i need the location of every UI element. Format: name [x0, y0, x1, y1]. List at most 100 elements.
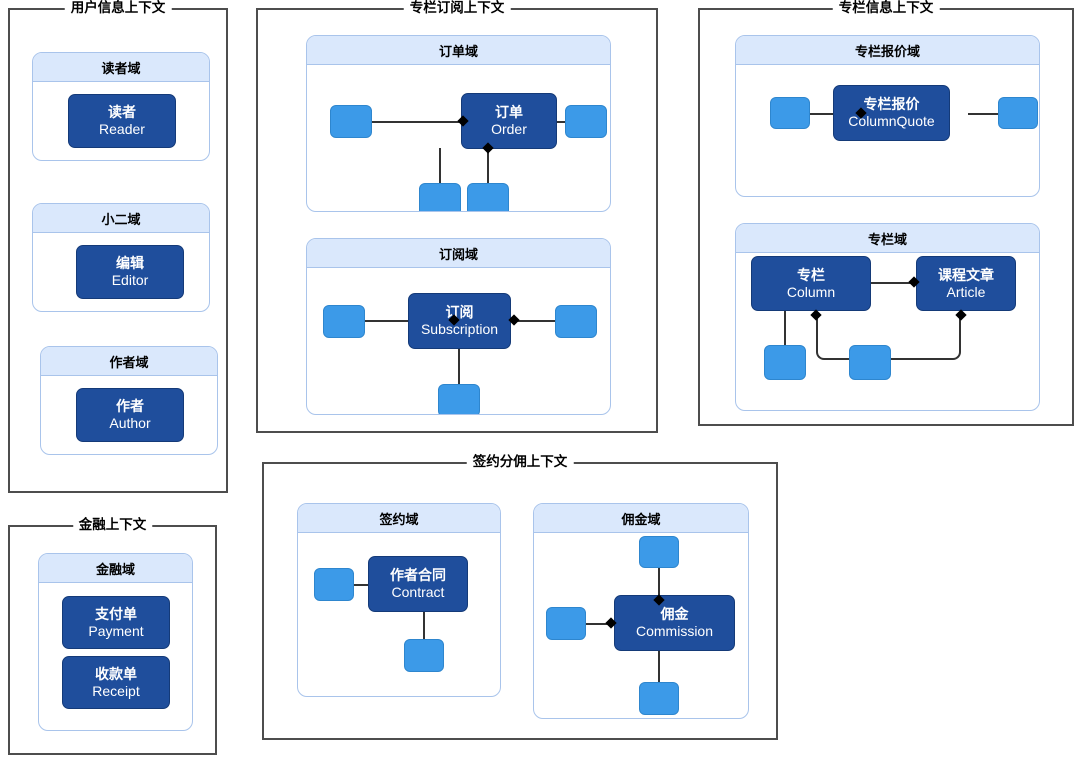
entity-name-cn: 作者	[116, 398, 144, 415]
entity-reader[interactable]: 读者 Reader	[68, 94, 176, 148]
domain-title: 金融域	[39, 554, 192, 583]
domain-title: 佣金域	[534, 504, 748, 533]
domain-body: 订阅 Subscription	[307, 268, 610, 414]
domain-body: 专栏 Column 课程文章 Article	[736, 253, 1039, 410]
entity-receipt[interactable]: 收款单 Receipt	[62, 656, 170, 709]
domain-subscription: 订阅域 订阅 Subscription	[306, 238, 611, 415]
entity-name-cn: 专栏报价	[863, 96, 920, 113]
context-column-info: 专栏信息上下文 专栏报价域 专栏报价 ColumnQuote 专栏域	[698, 0, 1074, 426]
satellite-entity[interactable]	[419, 183, 461, 211]
satellite-entity[interactable]	[404, 639, 444, 672]
domain-author: 作者域 作者 Author	[40, 346, 218, 455]
domain-order: 订单域 订单 Order	[306, 35, 611, 212]
domain-contract: 签约域 作者合同 Contract	[297, 503, 501, 697]
context-title: 用户信息上下文	[64, 0, 172, 16]
satellite-entity[interactable]	[330, 105, 372, 138]
satellite-entity[interactable]	[639, 682, 679, 715]
entity-name-en: Author	[109, 415, 151, 431]
entity-name-cn: 课程文章	[938, 266, 994, 283]
domain-commission: 佣金域 佣金 Commission	[533, 503, 749, 719]
entity-author[interactable]: 作者 Author	[76, 388, 184, 442]
entity-name-cn: 编辑	[116, 255, 144, 272]
connector-elbow	[881, 315, 961, 360]
entity-name-cn: 收款单	[95, 665, 137, 682]
connector-line	[509, 320, 565, 322]
context-title: 专栏订阅上下文	[403, 0, 511, 16]
domain-title: 订阅域	[307, 239, 610, 268]
satellite-entity[interactable]	[770, 97, 810, 129]
connector-elbow	[816, 315, 851, 360]
context-contract-commission: 签约分佣上下文 签约域 作者合同 Contract 佣金域 佣	[262, 454, 778, 740]
entity-article[interactable]: 课程文章 Article	[916, 256, 1016, 311]
entity-name-cn: 佣金	[660, 606, 689, 623]
domain-title: 签约域	[298, 504, 500, 533]
connector-line	[439, 148, 441, 185]
connector-line	[487, 148, 489, 185]
entity-name-en: Editor	[111, 272, 149, 288]
satellite-entity[interactable]	[849, 345, 891, 380]
connector-line	[658, 566, 660, 603]
satellite-entity[interactable]	[764, 345, 806, 380]
entity-name-en: Contract	[391, 584, 445, 600]
entity-name-en: Order	[491, 121, 527, 137]
entity-contract[interactable]: 作者合同 Contract	[368, 556, 468, 612]
connector-line	[658, 650, 660, 684]
entity-column-quote[interactable]: 专栏报价 ColumnQuote	[833, 85, 950, 141]
entity-name-cn: 作者合同	[390, 567, 446, 584]
connector-line	[363, 121, 467, 123]
entity-name-en: ColumnQuote	[848, 113, 935, 129]
entity-name-en: Receipt	[92, 682, 140, 699]
satellite-entity[interactable]	[546, 607, 586, 640]
entity-name-en: Column	[786, 283, 836, 300]
entity-name-en: Subscription	[420, 321, 499, 337]
domain-body: 读者 Reader	[33, 82, 209, 160]
entity-commission[interactable]: 佣金 Commission	[614, 595, 735, 651]
domain-body: 专栏报价 ColumnQuote	[736, 65, 1039, 196]
domain-body: 订单 Order	[307, 65, 610, 211]
domain-body: 支付单 Payment 收款单 Receipt	[39, 583, 192, 730]
context-finance: 金融上下文 金融域 支付单 Payment 收款单 Receipt	[8, 517, 217, 755]
satellite-entity[interactable]	[565, 105, 607, 138]
entity-name-en: Commission	[635, 623, 713, 639]
connector-line	[784, 310, 786, 347]
domain-reader: 读者域 读者 Reader	[32, 52, 210, 161]
domain-column-quote: 专栏报价域 专栏报价 ColumnQuote	[735, 35, 1040, 197]
connector-line	[458, 348, 460, 386]
domain-title: 专栏域	[736, 224, 1039, 253]
satellite-entity[interactable]	[639, 536, 679, 568]
connector-line	[423, 611, 425, 641]
connector-line	[871, 282, 916, 284]
entity-subscription[interactable]: 订阅 Subscription	[408, 293, 511, 349]
satellite-entity[interactable]	[998, 97, 1038, 129]
entity-name-en: Reader	[99, 121, 145, 137]
entity-order[interactable]: 订单 Order	[461, 93, 557, 149]
satellite-entity[interactable]	[314, 568, 354, 601]
context-column-subscription: 专栏订阅上下文 订单域 订单 Order 订阅域	[256, 0, 658, 433]
domain-title: 小二域	[33, 204, 209, 233]
context-title: 专栏信息上下文	[832, 0, 940, 16]
satellite-entity[interactable]	[467, 183, 509, 211]
connector-line	[968, 113, 1001, 115]
entity-name-en: Payment	[88, 622, 144, 639]
domain-title: 专栏报价域	[736, 36, 1039, 65]
context-title: 签约分佣上下文	[466, 454, 574, 470]
domain-body: 作者合同 Contract	[298, 533, 500, 696]
domain-column: 专栏域 专栏 Column 课程文章 Article	[735, 223, 1040, 411]
connector-line	[582, 623, 616, 625]
entity-column[interactable]: 专栏 Column	[751, 256, 871, 311]
context-user-info: 用户信息上下文 读者域 读者 Reader 小二域 编辑 Editor 作者域 …	[8, 0, 228, 493]
domain-finance: 金融域 支付单 Payment 收款单 Receipt	[38, 553, 193, 731]
satellite-entity[interactable]	[555, 305, 597, 338]
domain-body: 佣金 Commission	[534, 533, 748, 718]
domain-title: 读者域	[33, 53, 209, 82]
satellite-entity[interactable]	[323, 305, 365, 338]
satellite-entity[interactable]	[438, 384, 480, 414]
domain-body: 作者 Author	[41, 376, 217, 454]
entity-editor[interactable]: 编辑 Editor	[76, 245, 184, 299]
context-title: 金融上下文	[72, 517, 153, 533]
entity-name-en: Article	[946, 283, 986, 300]
entity-payment[interactable]: 支付单 Payment	[62, 596, 170, 649]
domain-title: 作者域	[41, 347, 217, 376]
entity-name-cn: 订单	[495, 104, 523, 121]
domain-body: 编辑 Editor	[33, 233, 209, 311]
